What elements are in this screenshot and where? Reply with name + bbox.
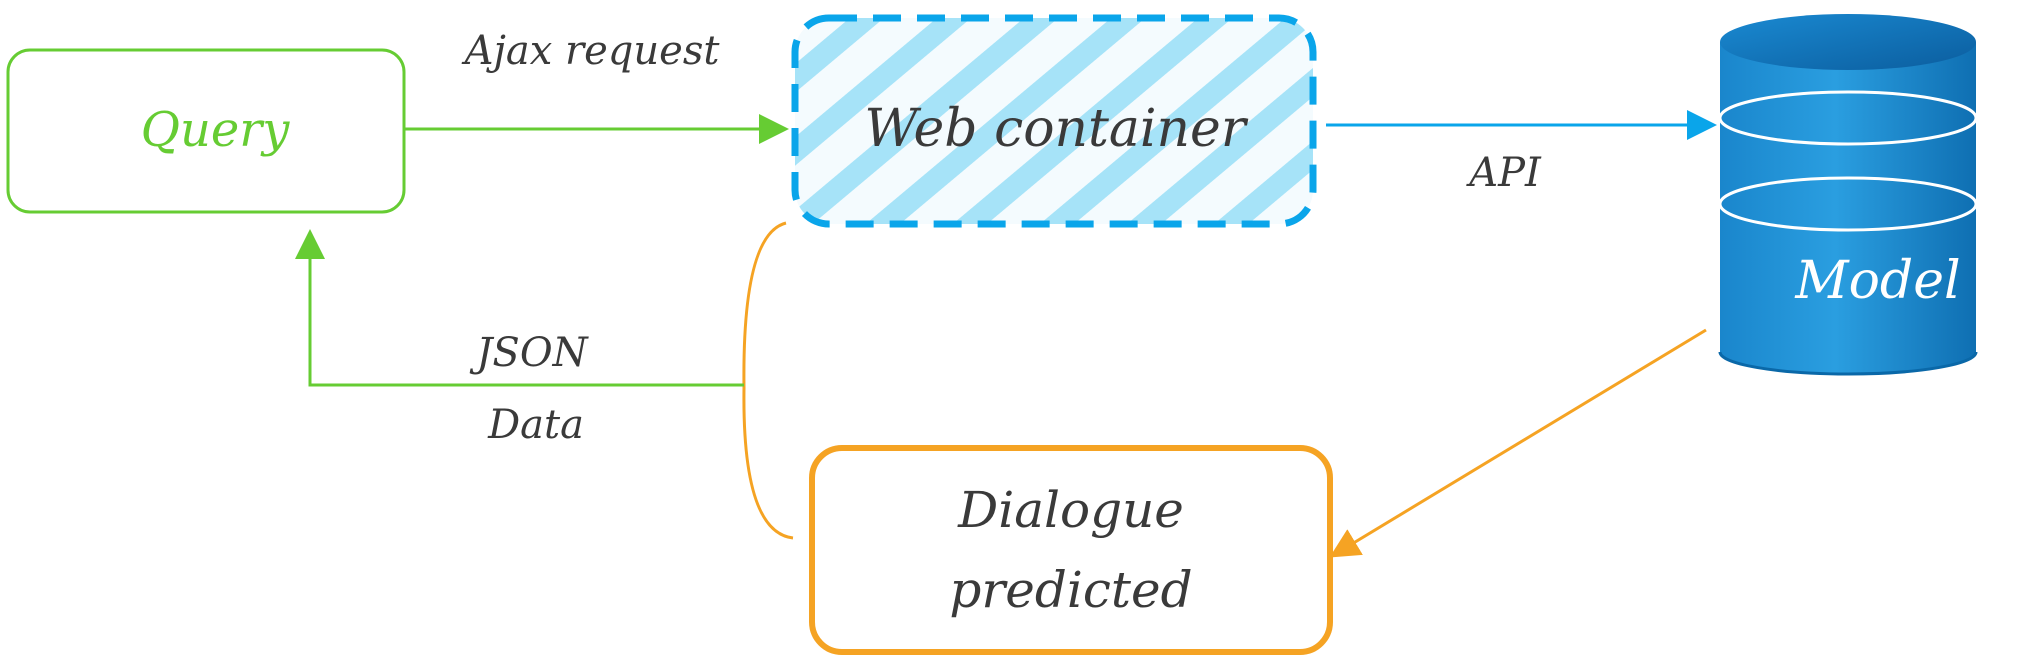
ajax-request-label: Ajax request [461, 28, 721, 74]
model-database-icon [1718, 14, 1978, 376]
json-label: JSON [469, 330, 589, 376]
dialogue-predicted-box [809, 445, 1333, 655]
web-container-label: Web container [864, 99, 1249, 159]
query-label: Query [141, 102, 291, 158]
model-to-dialogue-arrow [1329, 328, 1707, 558]
json-data-arrow [295, 229, 744, 387]
model-label: Model [1794, 251, 1960, 311]
api-label: API [1465, 150, 1542, 196]
dialogue-label-line2: predicted [949, 561, 1192, 619]
data-label: Data [487, 402, 584, 448]
return-bracket-curve [742, 221, 794, 540]
query-box [6, 48, 406, 214]
dialogue-label-line1: Dialogue [957, 481, 1184, 539]
web-container-box [791, 14, 1317, 228]
